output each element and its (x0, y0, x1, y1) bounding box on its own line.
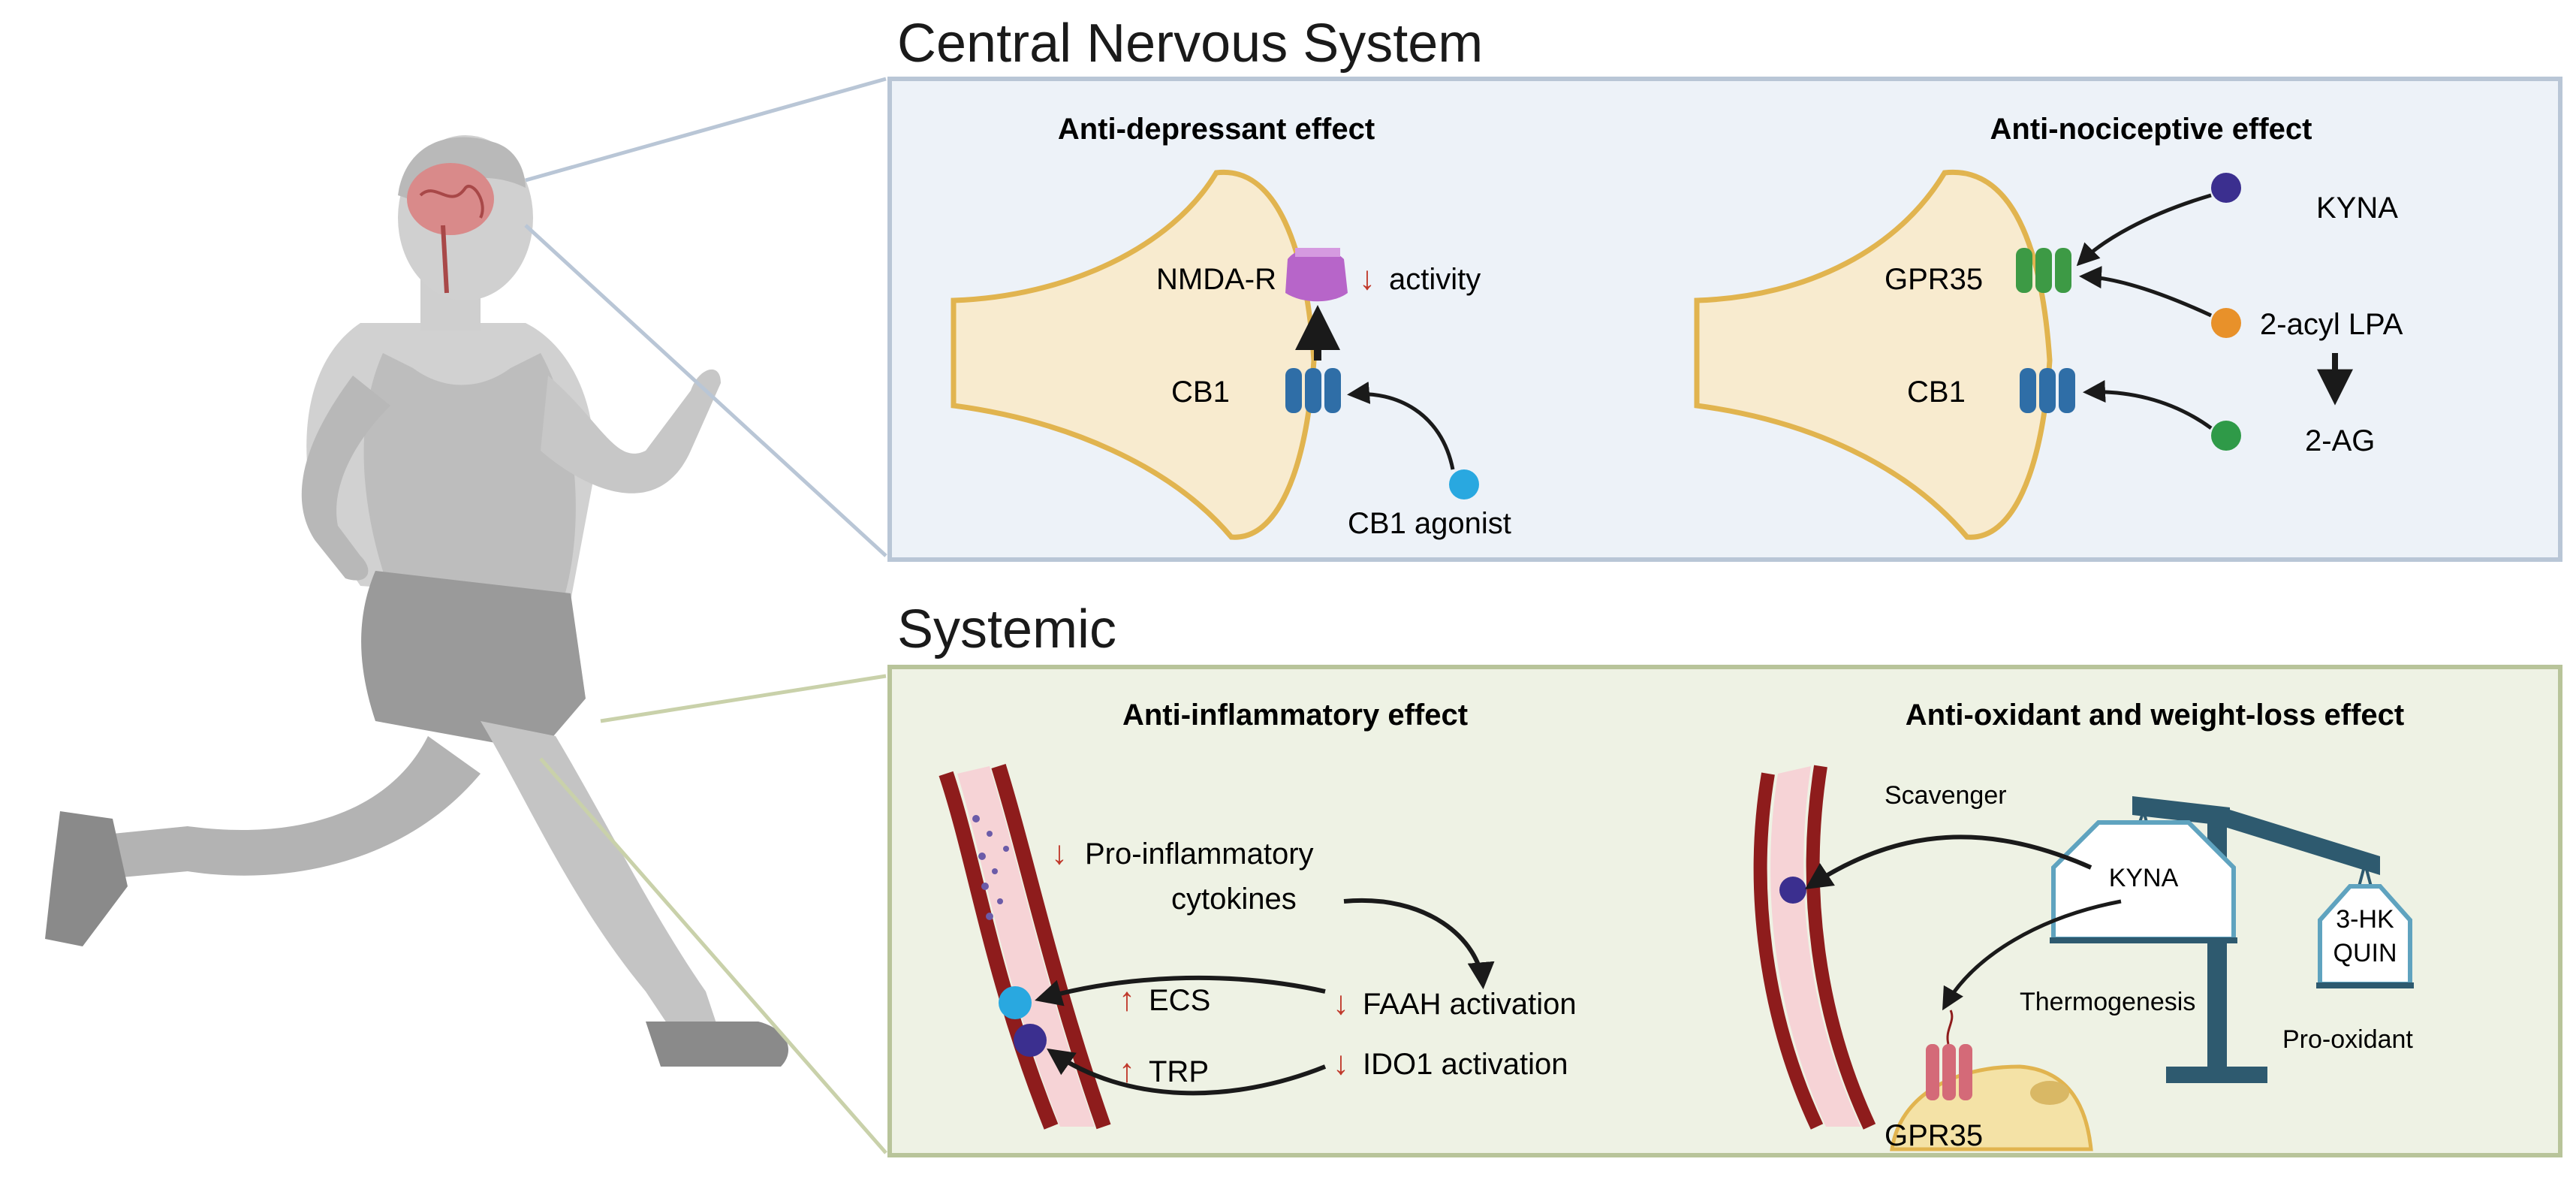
antioxidant-title: Anti-oxidant and weight-loss effect (1906, 699, 2404, 732)
faah-down-arrow: ↓ (1333, 985, 1349, 1022)
gpr35-pink-receptor-icon (1926, 1009, 1972, 1100)
antidepressant-panel: Anti-depressant effect NMDA-R ↓ activity… (951, 113, 1511, 540)
antiinflammatory-panel: Anti-inflammatory effect ↓ Pro-inflammat… (939, 699, 1577, 1130)
cns-section-title: Central Nervous System (897, 14, 1483, 74)
cytokine-dots (972, 815, 1009, 920)
lpa-dot (2211, 308, 2241, 338)
brain-icon (407, 163, 494, 235)
vessel-wall-left (939, 771, 1059, 1130)
cytokines-label-line1: Pro-inflammatory (1085, 837, 1314, 871)
kyna-label: KYNA (2316, 192, 2398, 225)
cns-connector-lines (524, 77, 887, 557)
cb1-label-right: CB1 (1907, 376, 1966, 409)
quin-label: QUIN (2333, 939, 2397, 967)
2ag-label: 2-AG (2305, 424, 2375, 457)
antinociceptive-title: Anti-nociceptive effect (1990, 113, 2312, 146)
cytokines-to-faah-arrow (1343, 898, 1495, 990)
thermogenesis-label: Thermogenesis (2020, 988, 2195, 1016)
kyna-arrow (2076, 193, 2212, 267)
thermogenesis-arrow (1942, 899, 2122, 1011)
ido1-label: IDO1 activation (1363, 1048, 1568, 1081)
ecs-dot (999, 986, 1032, 1019)
agonist-arrow (1347, 382, 1455, 470)
gpr35-fat-label: GPR35 (1885, 1119, 1983, 1152)
systemic-section-title: Systemic (897, 599, 1116, 659)
gpr35-label: GPR35 (1885, 263, 1983, 296)
ros-dot (1779, 877, 1806, 904)
gpr35-receptor-icon (2016, 248, 2071, 293)
trp-dot (1014, 1024, 1047, 1057)
nmda-label: NMDA-R (1156, 263, 1276, 296)
antiinflammatory-title: Anti-inflammatory effect (1122, 699, 1468, 732)
cb1-receptor-icon-2 (2020, 368, 2075, 413)
runner-shorts (361, 571, 586, 751)
cytokines-down-arrow: ↓ (1051, 834, 1068, 871)
ido1-to-trp-arrow (1047, 1048, 1327, 1096)
vessel-2 (1770, 766, 1860, 1127)
faah-label: FAAH activation (1363, 988, 1577, 1021)
cb1-agonist-dot (1449, 469, 1479, 499)
prooxidant-label: Pro-oxidant (2282, 1025, 2413, 1054)
scavenger-arrow (1805, 834, 2092, 889)
lpa-arrow (2079, 266, 2213, 318)
activity-label: activity (1389, 263, 1481, 296)
cytokines-label-line2: cytokines (1171, 883, 1297, 916)
vessel-wall-right (991, 764, 1111, 1130)
nmda-receptor-icon (1285, 248, 1348, 302)
kyna-dot (2211, 173, 2241, 203)
vessel-lumen (957, 766, 1095, 1127)
trp-label: TRP (1149, 1055, 1209, 1088)
ido1-down-arrow: ↓ (1333, 1045, 1349, 1082)
antinociceptive-panel: Anti-nociceptive effect GPR35 CB1 KYNA 2… (1694, 113, 2403, 540)
2ag-arrow (2083, 380, 2213, 430)
ecs-label: ECS (1149, 984, 1210, 1017)
cb1-receptor-icon (1285, 368, 1341, 413)
systemic-panel (887, 665, 2562, 1157)
lpa-label: 2-acyl LPA (2260, 308, 2403, 341)
activity-down-arrow: ↓ (1359, 260, 1375, 297)
cb1-label-left: CB1 (1171, 376, 1230, 409)
2ag-dot (2211, 421, 2241, 451)
systemic-connector-lines (539, 674, 887, 1154)
kyna-scale-label: KYNA (2109, 864, 2179, 892)
antioxidant-panel: Anti-oxidant and weight-loss effect KYNA… (1753, 699, 2414, 1152)
faah-to-ecs-arrow (1035, 975, 1326, 1006)
3hk-label: 3-HK (2336, 905, 2394, 934)
front-shoe (646, 1022, 788, 1067)
cb1-agonist-label: CB1 agonist (1348, 507, 1511, 540)
back-shoe (45, 811, 128, 946)
scavenger-label: Scavenger (1885, 781, 2007, 810)
antidepressant-title: Anti-depressant effect (1058, 113, 1375, 146)
ecs-up-arrow: ↑ (1119, 981, 1135, 1018)
runner-figure (45, 135, 788, 1067)
trp-up-arrow: ↑ (1119, 1052, 1135, 1089)
neuron-terminal-2 (1694, 169, 2053, 540)
scale-icon (2050, 796, 2414, 1083)
